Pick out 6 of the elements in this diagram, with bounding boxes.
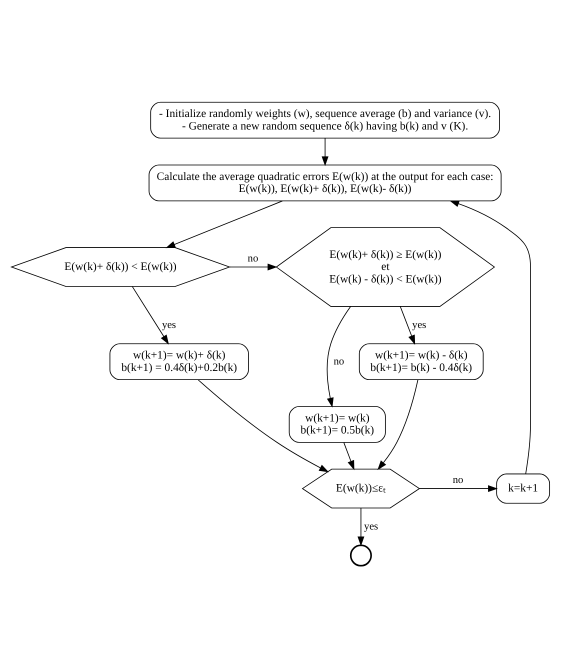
edge-label: yes: [412, 319, 426, 330]
edge-label: yes: [162, 319, 176, 330]
edge-label: yes: [364, 520, 378, 532]
edge-label: no: [452, 474, 464, 486]
edge-label: no: [248, 253, 258, 264]
edge-label: no: [334, 356, 344, 367]
